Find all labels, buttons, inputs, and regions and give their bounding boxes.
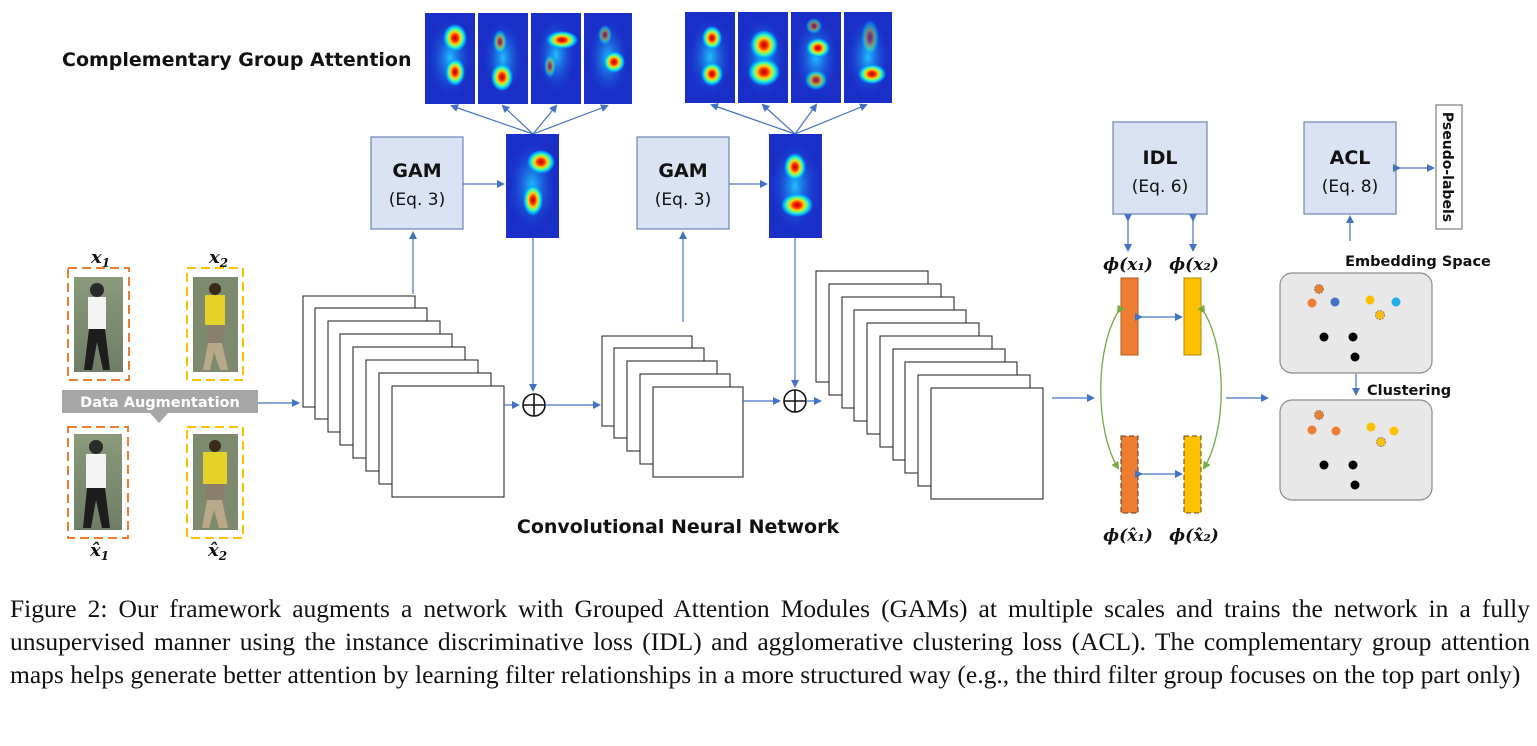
phi-x2-hat-label: ϕ(x̂₂)	[1169, 526, 1219, 546]
idl-label: IDL	[1143, 147, 1178, 169]
gam-module-1: GAM (Eq. 3)	[370, 136, 464, 230]
heatmap	[531, 13, 581, 104]
embedding-space-label: Embedding Space	[1345, 254, 1491, 270]
idl-module: IDL (Eq. 6)	[1112, 121, 1208, 215]
gam-module-2: GAM (Eq. 3)	[636, 136, 730, 230]
embedding-bar-x2	[1183, 277, 1202, 356]
gam-output-heatmap-2	[769, 134, 822, 238]
figure-caption: Figure 2: Our framework augments a netwo…	[10, 594, 1530, 689]
idl-eq: (Eq. 6)	[1132, 177, 1188, 197]
pseudo-labels-box: Pseudo-labels	[1435, 104, 1463, 230]
gam-label: GAM	[392, 160, 441, 182]
phi-x1-label: ϕ(x₁)	[1103, 255, 1153, 275]
acl-eq: (Eq. 8)	[1322, 177, 1378, 197]
heatmap	[791, 12, 841, 103]
acl-label: ACL	[1330, 147, 1371, 169]
phi-x2-label: ϕ(x₂)	[1169, 255, 1219, 275]
acl-module: ACL (Eq. 8)	[1303, 121, 1397, 215]
gam-output-heatmap-1	[506, 134, 559, 238]
augmented-image-x1	[67, 426, 129, 539]
cnn-feature-stack-2	[601, 335, 744, 478]
embedding-space-panel	[1279, 272, 1433, 374]
x1-hat-label: x̂1	[89, 540, 109, 563]
cnn-feature-stack-3	[815, 270, 1044, 500]
input-image-x1	[67, 267, 130, 381]
sum-operator-2	[783, 389, 807, 413]
clustering-label: Clustering	[1367, 383, 1451, 399]
heatmap	[584, 13, 632, 104]
embedding-bar-x2-hat	[1183, 435, 1202, 514]
embedding-bar-x1	[1120, 277, 1139, 356]
embedding-bar-x1-hat	[1120, 435, 1139, 514]
heatmap	[685, 12, 735, 103]
x1-label: x1	[90, 247, 110, 270]
x2-hat-label: x̂2	[207, 540, 227, 563]
cnn-label: Convolutional Neural Network	[517, 516, 840, 538]
attention-maps-group-2	[685, 12, 892, 103]
phi-x1-hat-label: ϕ(x̂₁)	[1103, 526, 1153, 546]
gam-eq: (Eq. 3)	[389, 190, 445, 210]
attention-title: Complementary Group Attention	[62, 49, 412, 71]
sum-operator-1	[522, 393, 546, 417]
x2-label: x2	[208, 247, 228, 270]
heatmap	[844, 12, 892, 103]
cnn-feature-stack-1	[302, 295, 505, 498]
fan-out-arrows-2	[710, 103, 868, 135]
pseudo-labels-text: Pseudo-labels	[1439, 112, 1455, 222]
augmented-image-x2	[186, 426, 244, 539]
fan-out-arrows-1	[450, 104, 609, 135]
heatmap	[425, 13, 475, 104]
framework-diagram: Complementary Group Attention	[62, 12, 1491, 563]
heatmap	[738, 12, 788, 103]
attention-maps-group-1	[425, 13, 632, 104]
data-augmentation-label: Data Augmentation	[80, 395, 240, 411]
clustered-space-panel	[1279, 399, 1433, 501]
data-augmentation-banner: Data Augmentation	[62, 390, 258, 423]
gam-eq: (Eq. 3)	[655, 190, 711, 210]
heatmap	[478, 13, 528, 104]
gam-label: GAM	[658, 160, 707, 182]
input-image-x2	[186, 267, 244, 381]
